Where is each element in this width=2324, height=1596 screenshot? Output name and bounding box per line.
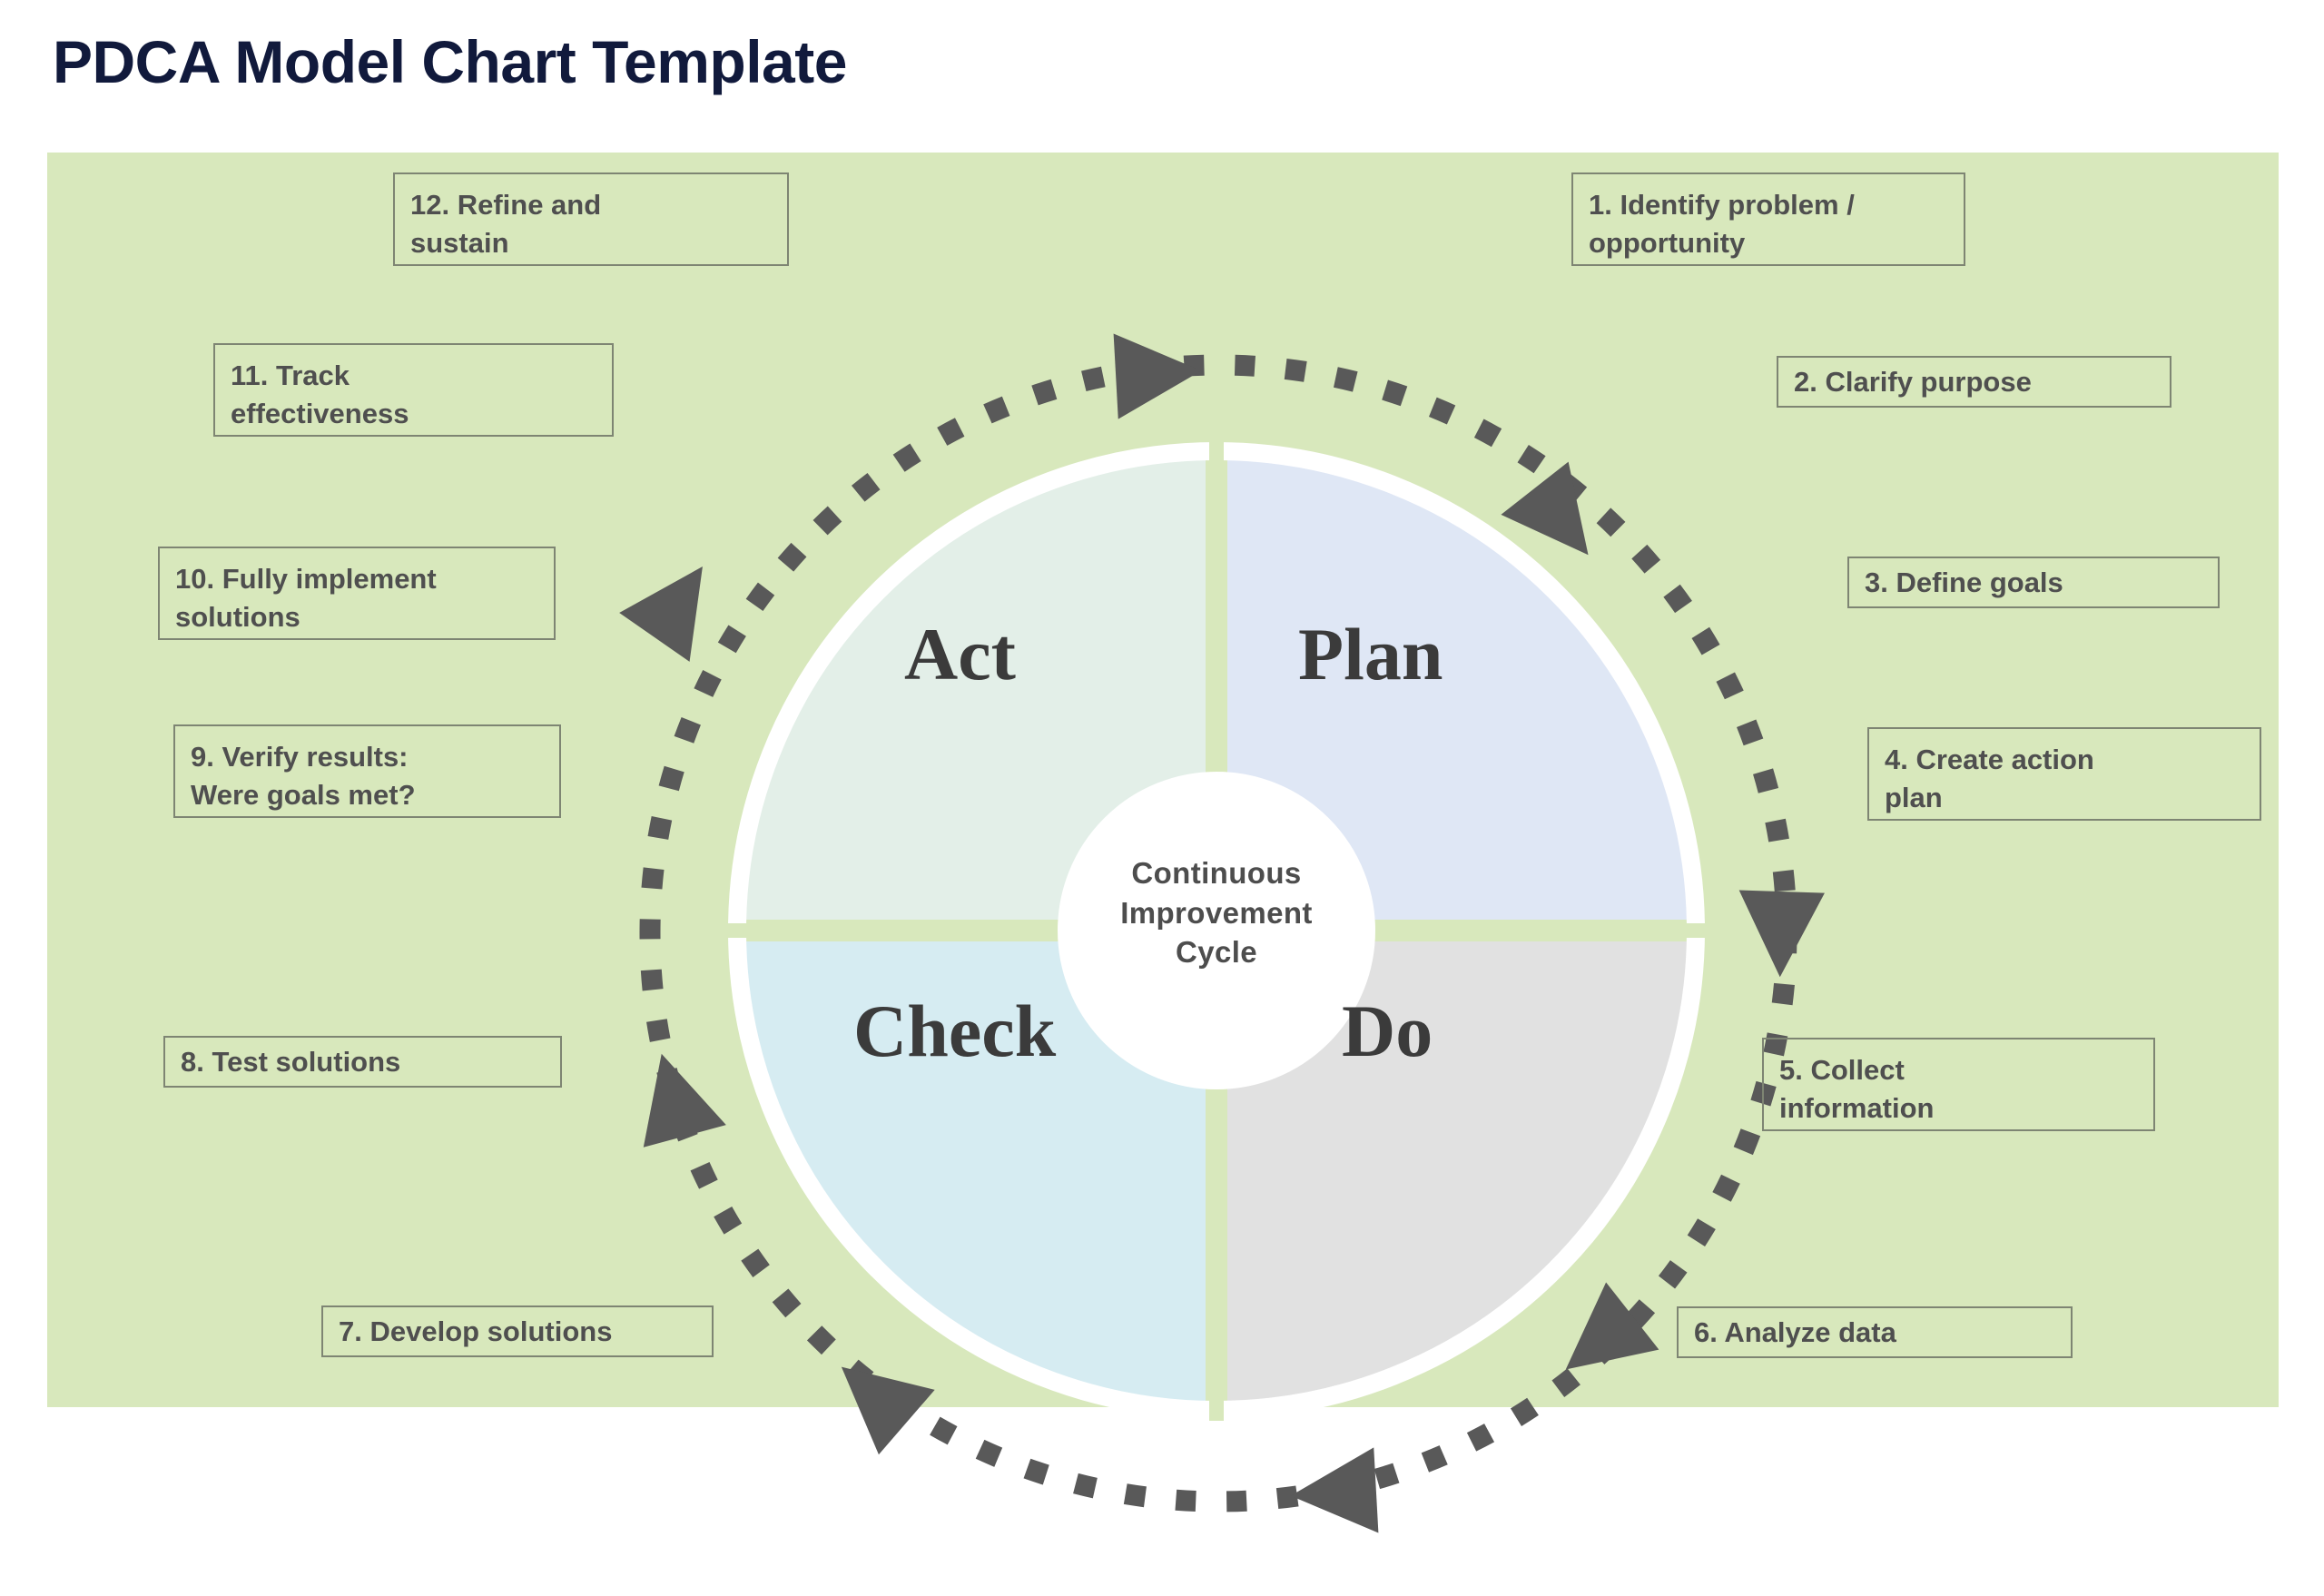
step-9-line-2: Were goals met?	[191, 778, 416, 811]
step-box-1[interactable]: 1. Identify problem / opportunity	[1571, 172, 1965, 266]
step-1-line-1: 1. Identify problem /	[1589, 189, 1855, 221]
step-box-3[interactable]: 3. Define goals	[1847, 557, 2220, 608]
page-title: PDCA Model Chart Template	[53, 28, 847, 95]
step-12-line-2: sustain	[410, 226, 509, 259]
step-9-line-1: 9. Verify results:	[191, 741, 409, 773]
step-4-line-1: 4. Create action	[1885, 744, 2094, 775]
step-10-line-1: 10. Fully implement	[175, 563, 437, 595]
step-box-10[interactable]: 10. Fully implement solutions	[158, 547, 556, 640]
step-11-line-1: 11. Track	[231, 360, 350, 391]
quadrant-plan[interactable]	[1227, 453, 1694, 920]
quadrant-act[interactable]	[739, 453, 1206, 920]
step-6-label: 6. Analyze data	[1694, 1315, 1896, 1348]
pdca-wheel	[726, 440, 1707, 1421]
step-box-2[interactable]: 2. Clarify purpose	[1777, 356, 2171, 408]
step-8-label: 8. Test solutions	[181, 1045, 401, 1078]
step-box-9[interactable]: 9. Verify results: Were goals met?	[173, 724, 561, 818]
ring-arrowhead-bottom-right	[1290, 1447, 1379, 1533]
step-box-11[interactable]: 11. Track effectiveness	[213, 343, 614, 437]
step-11-line-2: effectiveness	[231, 397, 409, 429]
step-4-line-2: plan	[1885, 781, 1943, 813]
step-10-line-2: solutions	[175, 600, 300, 633]
step-3-label: 3. Define goals	[1865, 566, 2063, 598]
step-box-6[interactable]: 6. Analyze data	[1677, 1306, 2073, 1358]
step-1-line-2: opportunity	[1589, 226, 1746, 259]
step-7-label: 7. Develop solutions	[339, 1315, 613, 1347]
wheel-hub-ring	[1058, 772, 1375, 1089]
step-box-5[interactable]: 5. Collect information	[1762, 1038, 2155, 1131]
diagram-panel: Act Plan Check Do Continuous Improvement…	[47, 153, 2279, 1533]
step-box-7[interactable]: 7. Develop solutions	[321, 1305, 714, 1357]
wheel-hub	[1068, 782, 1365, 1079]
ring-arrowhead-right	[1738, 890, 1825, 978]
step-box-4[interactable]: 4. Create action plan	[1867, 727, 2261, 821]
ring-arrowhead-top	[1113, 333, 1202, 419]
step-5-line-2: information	[1779, 1091, 1935, 1124]
step-box-12[interactable]: 12. Refine and sustain	[393, 172, 789, 266]
ring-arrowhead-left-upper	[619, 566, 703, 662]
step-box-8[interactable]: 8. Test solutions	[163, 1036, 562, 1088]
quadrant-check[interactable]	[739, 941, 1206, 1408]
step-12-line-1: 12. Refine and	[410, 189, 602, 221]
ring-arrowhead-left-lower	[643, 1053, 726, 1148]
step-2-label: 2. Clarify purpose	[1794, 365, 2032, 398]
step-5-line-1: 5. Collect	[1779, 1054, 1905, 1086]
quadrant-do[interactable]	[1227, 941, 1694, 1408]
